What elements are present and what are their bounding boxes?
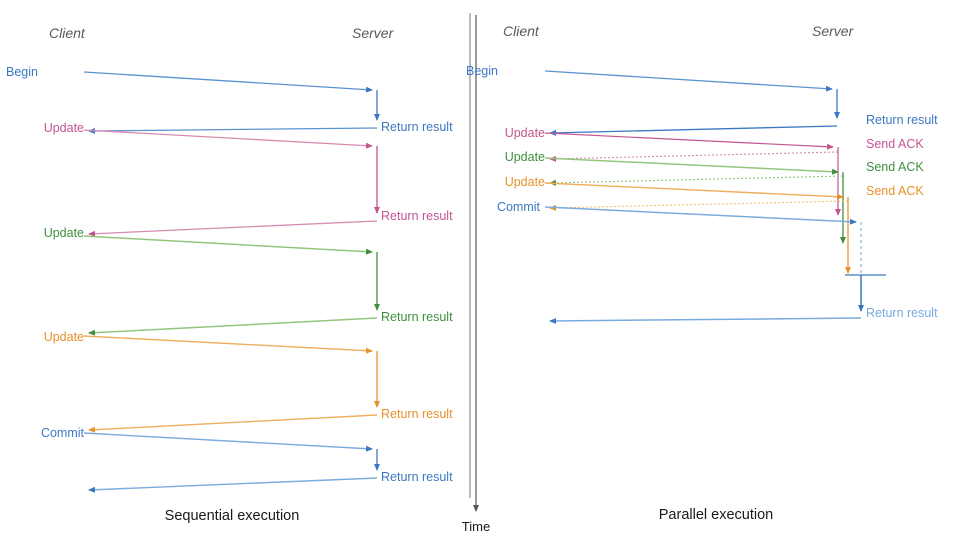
ack-arrow-update-1-right (549, 151, 839, 162)
message-group-update-1-right: Update Send ACK (505, 126, 924, 216)
response-arrow-begin-left (88, 127, 378, 134)
label-update-1-left: Update (44, 121, 84, 135)
request-arrow-update-2-left (83, 235, 373, 255)
server-lane-header-right: Server (812, 23, 855, 39)
label-update-3-right: Update (505, 175, 545, 189)
label-send-ack-3-right: Send ACK (866, 184, 924, 198)
label-return-result-commit-left: Return result (381, 470, 453, 484)
label-update-2-right: Update (505, 150, 545, 164)
message-group-update-1-left: Update Return result (44, 121, 453, 237)
client-lane-header-left: Client (49, 25, 86, 41)
message-group-commit-left: Commit Return result (41, 426, 453, 493)
request-arrow-commit-left (83, 432, 373, 452)
response-arrow-update-1-left (88, 220, 378, 237)
label-send-ack-2-right: Send ACK (866, 160, 924, 174)
message-group-begin-right: Begin Return result (466, 64, 938, 136)
label-return-result-begin-right: Return result (866, 113, 938, 127)
request-arrow-update-3-left (83, 335, 373, 354)
panel-parallel: Client Server Begin Return result Update… (466, 23, 938, 523)
request-arrow-update-3-right (544, 182, 844, 200)
server-lane-header-left: Server (352, 25, 395, 41)
response-arrow-update-2-left (88, 317, 378, 336)
time-axis-label: Time (462, 519, 490, 534)
message-group-update-2-left: Update Return result (44, 226, 453, 336)
panel-sequential: Client Server Begin Return result Update… (6, 25, 453, 524)
request-arrow-begin-right (544, 70, 833, 92)
message-group-update-3-right: Update Send ACK (505, 175, 924, 274)
message-group-commit-right: Commit Return result (497, 200, 938, 324)
ack-arrow-update-2-right (549, 175, 844, 186)
response-arrow-commit-left (88, 477, 378, 493)
request-arrow-update-1-right (544, 132, 834, 150)
label-update-2-left: Update (44, 226, 84, 240)
caption-sequential: Sequential execution (165, 508, 300, 524)
label-commit-right: Commit (497, 200, 541, 214)
label-update-1-right: Update (505, 126, 545, 140)
label-return-result-commit-right: Return result (866, 306, 938, 320)
request-arrow-commit-right (544, 206, 857, 225)
response-arrow-commit-right (549, 317, 862, 324)
label-send-ack-1-right: Send ACK (866, 137, 924, 151)
request-arrow-update-2-right (544, 157, 839, 175)
message-group-begin-left: Begin Return result (6, 65, 453, 134)
request-arrow-begin-left (83, 71, 373, 93)
message-group-update-2-right: Update Send ACK (505, 150, 924, 244)
message-group-update-3-left: Update Return result (44, 330, 453, 433)
label-begin-right: Begin (466, 64, 498, 78)
label-update-3-left: Update (44, 330, 84, 344)
label-return-result-update-1-left: Return result (381, 209, 453, 223)
time-axis: Time (462, 15, 490, 534)
label-begin-left: Begin (6, 65, 38, 79)
ack-arrow-update-3-right (549, 200, 849, 211)
label-commit-left: Commit (41, 426, 85, 440)
label-return-result-begin-left: Return result (381, 120, 453, 134)
label-return-result-update-2-left: Return result (381, 310, 453, 324)
caption-parallel: Parallel execution (659, 507, 773, 523)
request-arrow-update-1-left (83, 129, 373, 149)
response-arrow-begin-right (549, 125, 838, 136)
label-return-result-update-3-left: Return result (381, 407, 453, 421)
client-lane-header-right: Client (503, 23, 540, 39)
response-arrow-update-3-left (88, 414, 378, 433)
